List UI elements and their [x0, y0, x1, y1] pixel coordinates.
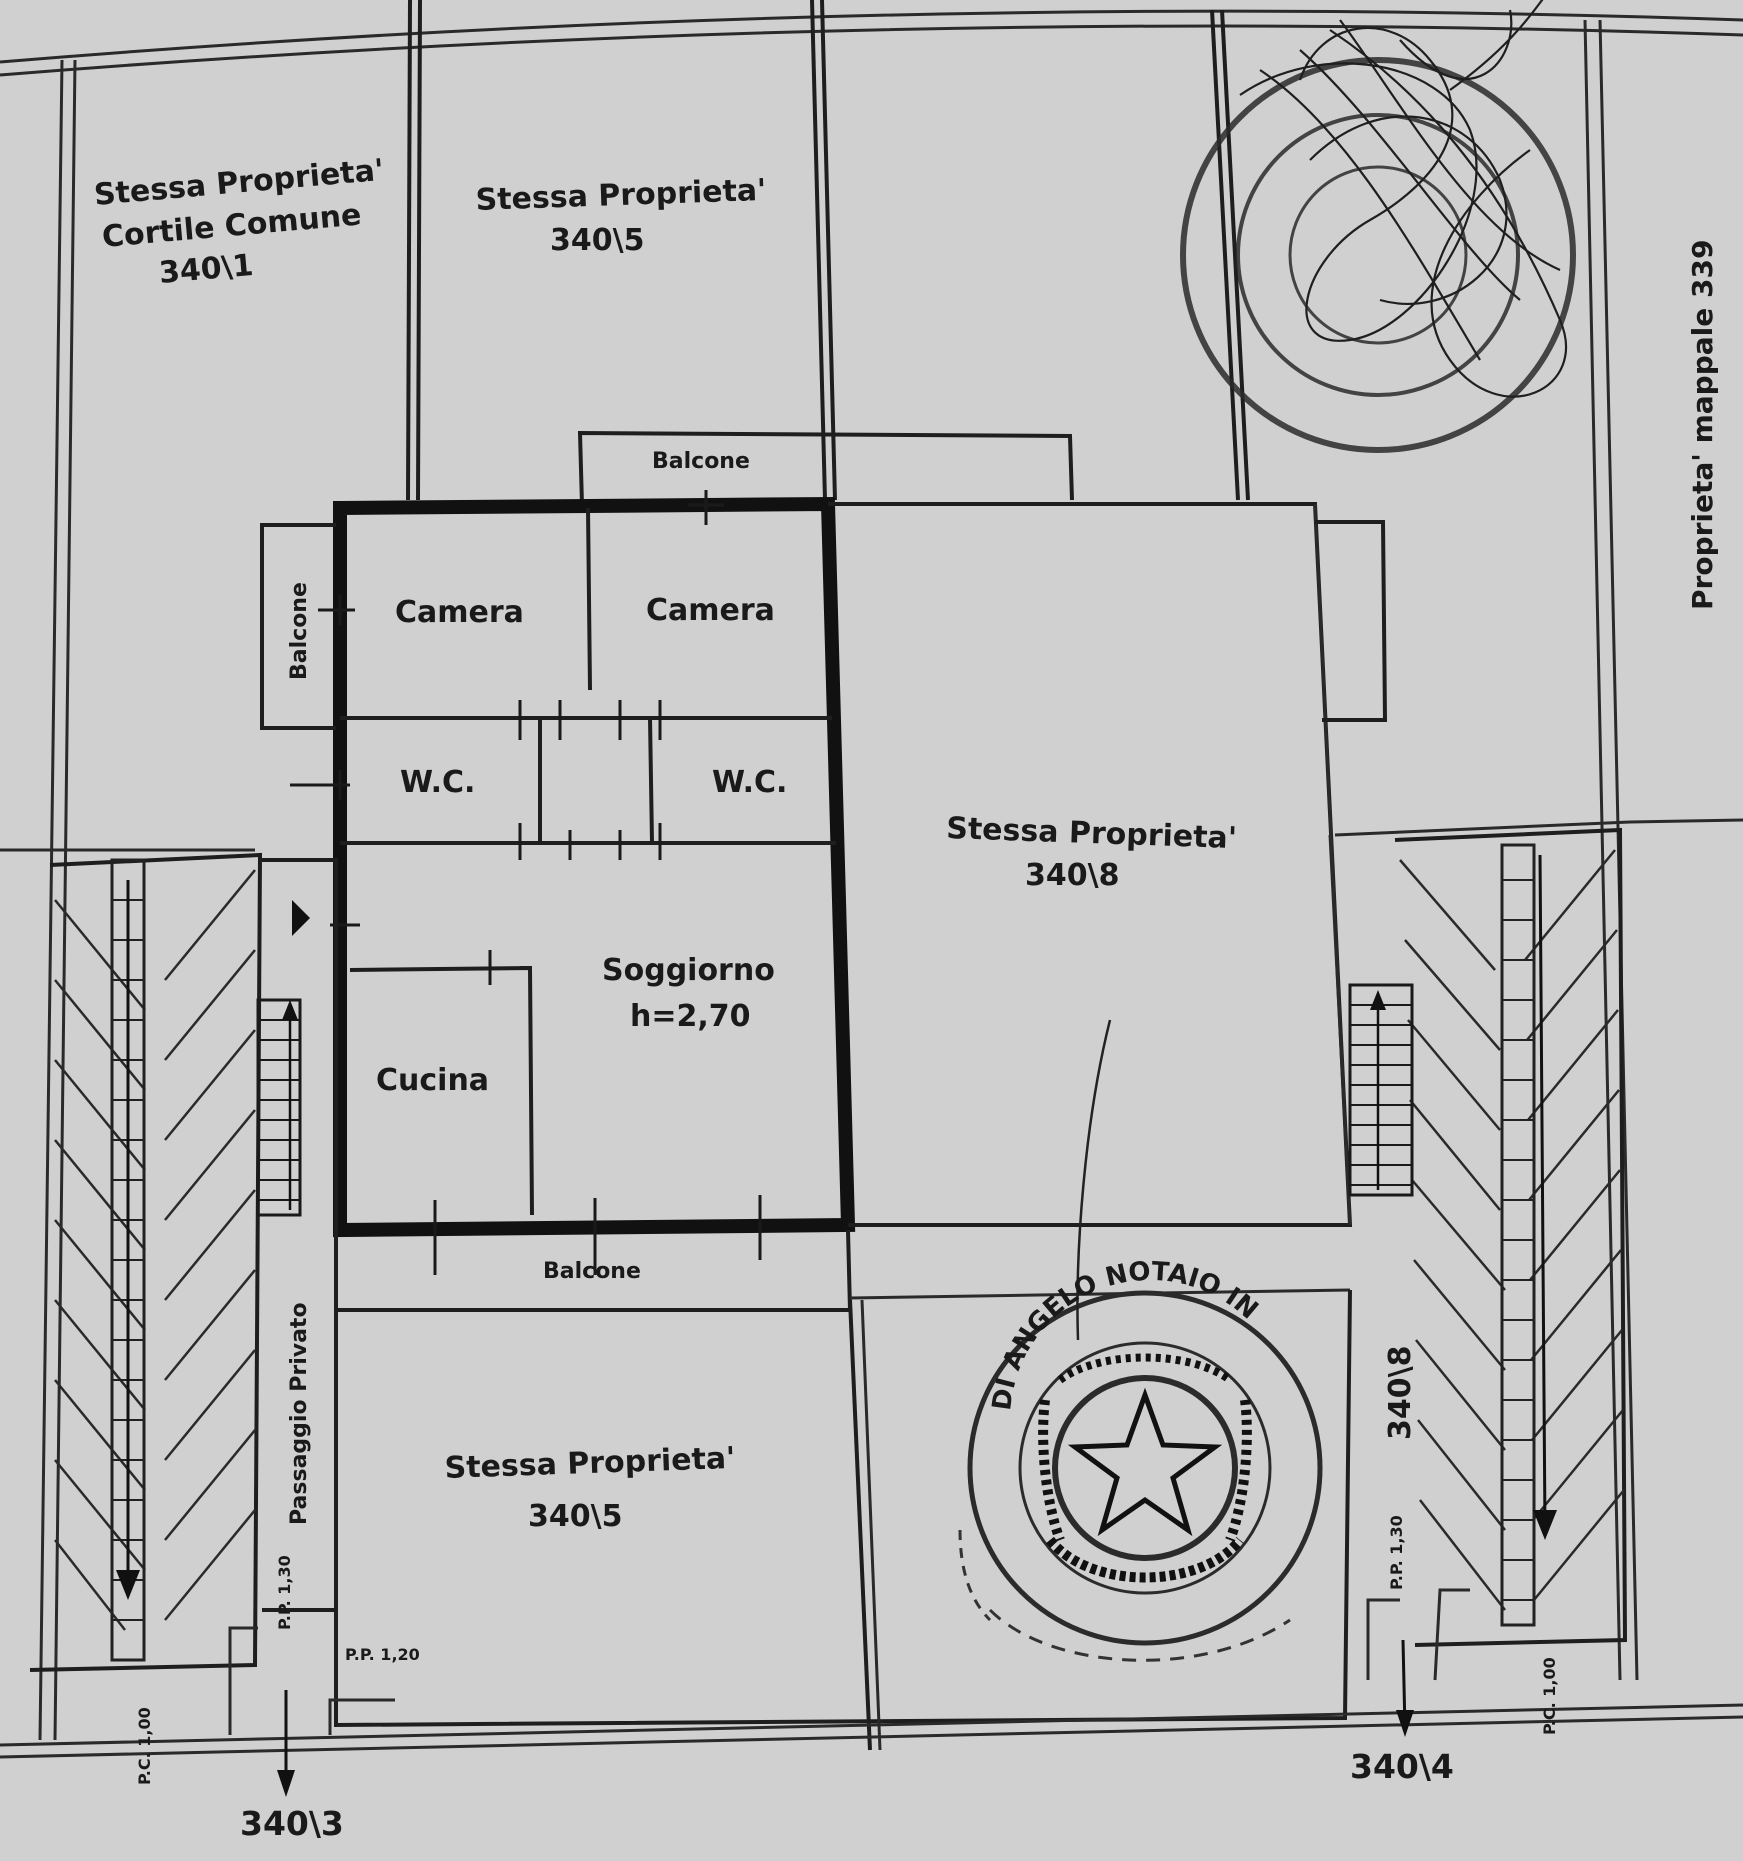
balcony-top-label: Balcone — [652, 449, 750, 474]
right-stairs — [1348, 983, 1414, 1197]
right-ramp-arrow-icon — [1538, 854, 1547, 1531]
parcel-top-mid-code: 340\5 — [550, 223, 644, 258]
room-cucina: Cucina — [376, 1063, 489, 1098]
right-annex — [1315, 520, 1388, 722]
star-emblem-icon — [1067, 1387, 1223, 1537]
level-pp-130-left: P.P. 1,30 — [275, 1555, 294, 1630]
right-block-outline-double — [1313, 503, 1352, 1226]
interior-walls — [340, 507, 836, 1216]
upper-parcel-dividers — [406, 0, 1250, 501]
level-pp-120: P.P. 1,20 — [345, 1645, 420, 1664]
top-boundary-line — [0, 9, 1743, 64]
access-code-right: 340\4 — [1350, 1747, 1454, 1786]
notary-stamp-upper — [1180, 57, 1576, 453]
left-balcony-outline — [260, 523, 336, 730]
top-balcony-outline — [577, 430, 1074, 506]
parcel-bottom-mid-code: 340\5 — [528, 1499, 622, 1534]
left-ramp — [29, 852, 263, 1672]
top-boundary-line-inner — [0, 24, 1743, 77]
door-ticks — [290, 490, 762, 1275]
bottom-front-line-2 — [0, 1715, 1743, 1759]
parcel-right-mid-code: 340\8 — [1025, 858, 1119, 893]
balcony-left-label: Balcone — [287, 582, 312, 680]
access-code-left: 340\3 — [240, 1804, 344, 1843]
bottom-parcel-divider-2 — [860, 1299, 882, 1751]
notary-stamp-lower — [958, 1290, 1323, 1662]
room-soggiorno-height: h=2,70 — [630, 999, 751, 1034]
parcel-right-side-label: Proprieta' mappale 339 — [1686, 240, 1719, 610]
parcel-top-left-code: 340\1 — [158, 248, 255, 291]
private-passage-outline — [262, 858, 338, 1612]
right-ramp — [1394, 827, 1628, 1647]
bottom-balcony-divider — [849, 1288, 1351, 1300]
entry-pointer-icon — [292, 900, 310, 936]
access-code-right-vertical: 340\8 — [1383, 1346, 1418, 1440]
room-wc-right: W.C. — [712, 765, 787, 800]
signature-scribble — [1239, 0, 1567, 398]
left-stairs — [256, 998, 302, 1217]
balcony-bottom-label: Balcone — [543, 1259, 641, 1284]
room-wc-left: W.C. — [400, 765, 475, 800]
gate-pillars — [228, 1588, 1470, 1735]
level-pc-left: P.C. 1,00 — [135, 1707, 154, 1785]
bottom-parcel-divider — [848, 1299, 872, 1751]
level-pp-130-right: P.P. 1,30 — [1387, 1515, 1406, 1590]
bottom-front-line — [0, 1703, 1743, 1747]
level-pc-right: P.C. 1,00 — [1540, 1657, 1559, 1735]
room-soggiorno: Soggiorno — [602, 953, 775, 988]
room-camera-right: Camera — [646, 593, 775, 628]
leader-line — [1076, 1019, 1112, 1341]
room-camera-left: Camera — [395, 595, 524, 630]
private-passage-label: Passaggio Privato — [287, 1302, 312, 1525]
